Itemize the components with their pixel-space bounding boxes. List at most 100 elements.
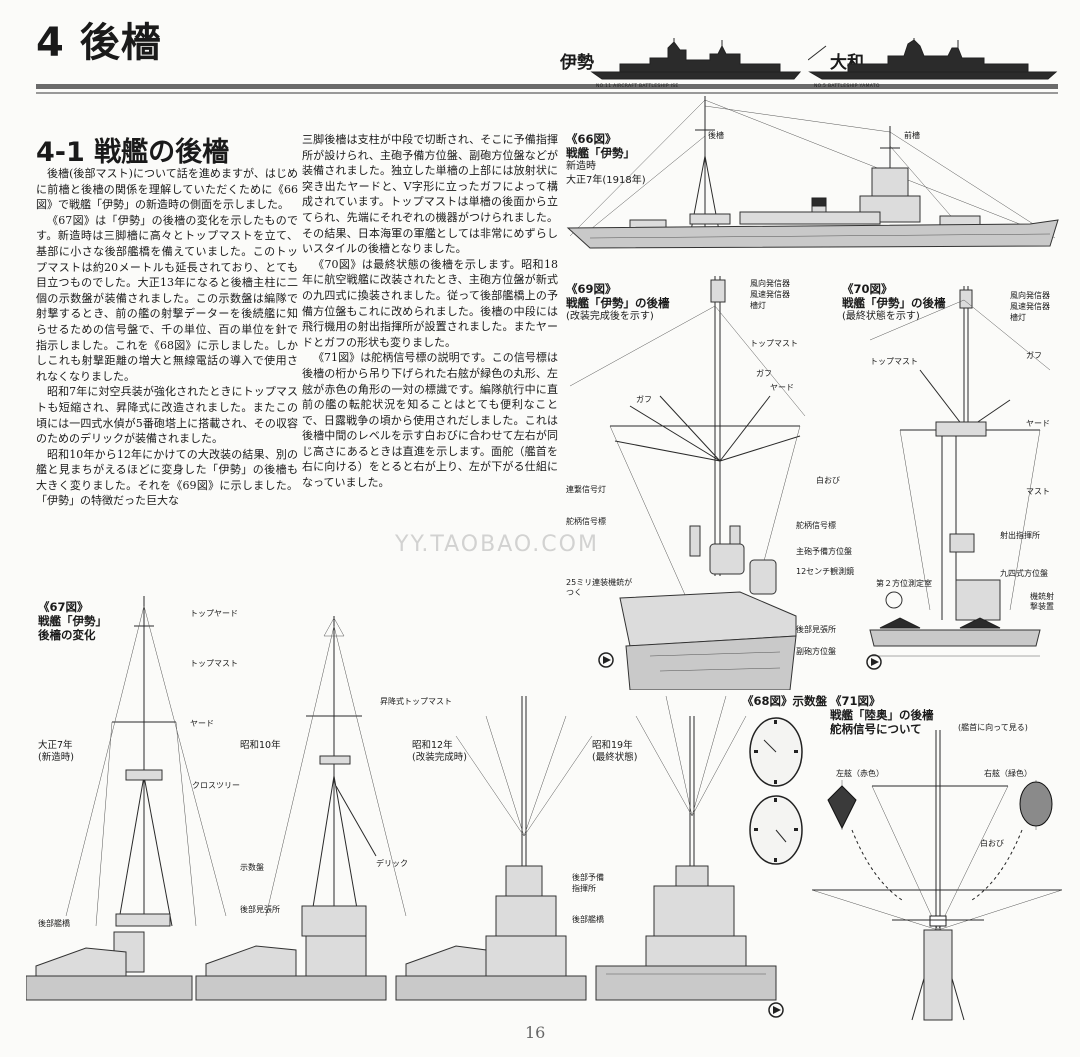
fig67-callout-indicator: 示数盤 [240,863,264,872]
era-label: 大正7年 [38,740,73,751]
paragraph: 《70図》は最終状態の後檣を示します。昭和18年に航空戦艦に改装されたとき、主砲… [302,257,558,349]
fig70-callout-mast: マスト [1026,487,1050,496]
fig71-title-2: 舵柄信号について [830,722,922,736]
fig69-callout-main-gun-director: 主砲予備方位盤 [796,547,852,556]
era-note: (最終状態) [592,752,638,763]
fig69-callout-aft-lookout: 後部見張所 [796,625,836,634]
fig67-mast-evolution [26,596,784,1018]
fig69-title: 戦艦「伊勢」の後檣 [566,296,670,310]
paragraph: 昭和7年に対空兵装が強化されたときにトップマストも短縮され、昇降式に改造されまし… [36,385,298,446]
fig69-callout-gaff: ガフ [756,369,772,378]
fig70-callout-yard: ヤード [1026,419,1050,428]
fig70-callout-mg-director: 機銃射撃装置 [1030,592,1054,611]
fig67-callout-aft-bridge: 後部艦橋 [38,919,70,928]
fig70-callout-topmast: トップマスト [870,357,918,366]
fig66-label: 《66図》 戦艦「伊勢」 新造時 大正7年(1918年) [566,132,646,188]
text-column-2: 三脚後檣は支柱が中段で切断され、そこに予備指揮所が設けられ、主砲予備方位盤、副砲… [302,132,558,491]
fig67-callout-top-yard: トップヤード [190,609,238,618]
ise-silhouette-label: 伊勢 [560,53,594,73]
header-rule-thin [36,92,1058,94]
fig70-sub: (最終状態を示す) [842,311,920,322]
fig69-callout-helm-signal-right: 舵柄信号標 [796,521,836,530]
fig71-signal-mast [812,730,1062,1021]
fig67-callout-crosstree: クロスツリー [192,781,240,790]
fig67-callout-reserve-station: 後部予備 指揮所 [572,872,604,894]
fig67-callout-lookout: 後部見張所 [240,905,280,914]
fig70-callout-catapult-control: 射出指揮所 [1000,531,1040,540]
fig67-callout-aft-bridge-2: 後部艦橋 [572,915,604,924]
paragraph: 後檣(後部マスト)について話を進めますが、はじめに前檣と後檣の関係を理解していた… [36,167,298,212]
fig69-callout-signal-lamp: 連繋信号灯 [566,485,606,494]
fig69-number: 《69図》 [566,282,617,296]
era-label: 昭和19年 [592,740,633,751]
fig67-callout-elevating-topmast: 昇降式トップマスト [380,697,452,706]
fig70-number: 《70図》 [842,282,893,296]
era-label: 昭和12年 [412,740,453,751]
fig71-viewing-note: (艦首に向って見る) [958,723,1028,732]
fig71-title-1: 戦艦「陸奥」の後檣 [830,708,934,722]
fig67-callout-yard: ヤード [190,719,214,728]
chapter-title: 4 後檣 [36,20,162,66]
text-column-1: 後檣(後部マスト)について話を進めますが、はじめに前檣と後檣の関係を理解していた… [36,166,298,509]
fig71-callout-white-band: 白おび [980,839,1004,848]
fig67-label: 《67図》 戦艦「伊勢」 後檣の変化 [38,600,107,642]
fig69-callout-observation-scope: 12センチ観測鏡 [796,567,855,576]
fig69-callout-wind-direction: 風向発信器 [750,279,790,288]
fig67-era-3: 昭和12年 (改装完成時) [412,740,467,764]
fig71-callout-port: 左舷（赤色） [836,769,884,778]
fig69-callout-topmast: トップマスト [750,339,798,348]
fig67-era-1: 大正7年 (新造時) [38,740,74,764]
ise-silhouette [590,38,802,80]
fig67-number: 《67図》 [38,600,89,614]
fig70-callout-direction-finder: 第２方位測定室 [876,579,932,588]
fig67-callout-derrick: デリック [376,859,408,868]
paragraph: 三脚後檣は支柱が中段で切断され、そこに予備指揮所が設けられ、主砲予備方位盤、副砲… [302,133,558,256]
fig66-ship-side-view [566,96,1059,249]
fig67-callout-topmast: トップマスト [190,659,238,668]
fig67-era-2: 昭和10年 [240,740,281,751]
paragraph: 《67図》は「伊勢」の後檣の変化を示したものです。新造時は三脚檣に高々とトップマ… [36,213,298,383]
fig70-mast-drawing [866,286,1051,670]
fig70-title: 戦艦「伊勢」の後檣 [842,296,946,310]
section-title: 4-1 戦艦の後檣 [36,137,230,168]
era-note: (新造時) [38,752,74,763]
fig66-callout-fore-mast: 前檣 [904,131,920,140]
fig69-mast-drawing [570,276,806,690]
fig70-callout-mast-light: 檣灯 [1010,313,1026,322]
fig69-callout-yard: ヤード [770,383,794,392]
paragraph: 昭和10年から12年にかけての大改装の結果、別の艦と見まちがえるほどに変身した「… [36,447,298,508]
fig66-sub2: 大正7年(1918年) [566,175,646,186]
fig69-callout-white-band: 白おび [816,476,840,485]
fig70-label: 《70図》 戦艦「伊勢」の後檣 (最終状態を示す) [842,282,946,324]
fig66-callout-aft-mast: 後檣 [708,131,724,140]
fig67-title-1: 戦艦「伊勢」 [38,614,107,628]
page-number: 16 [525,1023,546,1042]
fig70-callout-type94-director: 九四式方位盤 [1000,569,1048,578]
fig69-callout-gaff-2: ガフ [636,395,652,404]
paragraph: 《71図》は舵柄信号標の説明です。この信号標は後檣の桁から吊り下げられた右舷が緑… [302,351,558,490]
fig66-title: 戦艦「伊勢」 [566,146,635,160]
era-note: (改装完成時) [412,752,467,763]
fig71-number: 《71図》 [830,694,881,708]
watermark: YY.TAOBAO.COM [395,532,599,557]
callout-line: 指揮所 [572,884,596,893]
fig70-callout-wind-speed: 風速発信器 [1010,302,1050,311]
ise-caption: NO.11 AIRCRAFT BATTLESHIP ISE [596,84,679,89]
header-rule [36,84,1058,89]
yamato-silhouette [808,38,1058,80]
fig69-callout-wind-speed: 風速発信器 [750,290,790,299]
fig68-indicator-dials [749,717,803,865]
fig69-callout-secondary-director: 副砲方位盤 [796,647,836,656]
fig66-number: 《66図》 [566,132,617,146]
fig71-label: 《71図》 戦艦「陸奥」の後檣 舵柄信号について [830,694,934,736]
fig69-callout-helm-signal-left: 舵柄信号標 [566,517,606,526]
fig70-callout-gaff: ガフ [1026,351,1042,360]
fig69-callout-25mm-guns: 25ミリ連装機銃がつく [566,578,633,597]
fig69-sub: (改装完成後を示す) [566,311,654,322]
fig69-callout-mast-light: 檣灯 [750,301,766,310]
yamato-caption: NO.5 BATTLESHIP YAMATO [814,84,880,89]
fig66-sub1: 新造時 [566,161,596,172]
fig67-title-2: 後檣の変化 [38,628,96,642]
fig69-label: 《69図》 戦艦「伊勢」の後檣 (改装完成後を示す) [566,282,670,324]
fig68-label: 《68図》示数盤 [742,694,828,708]
